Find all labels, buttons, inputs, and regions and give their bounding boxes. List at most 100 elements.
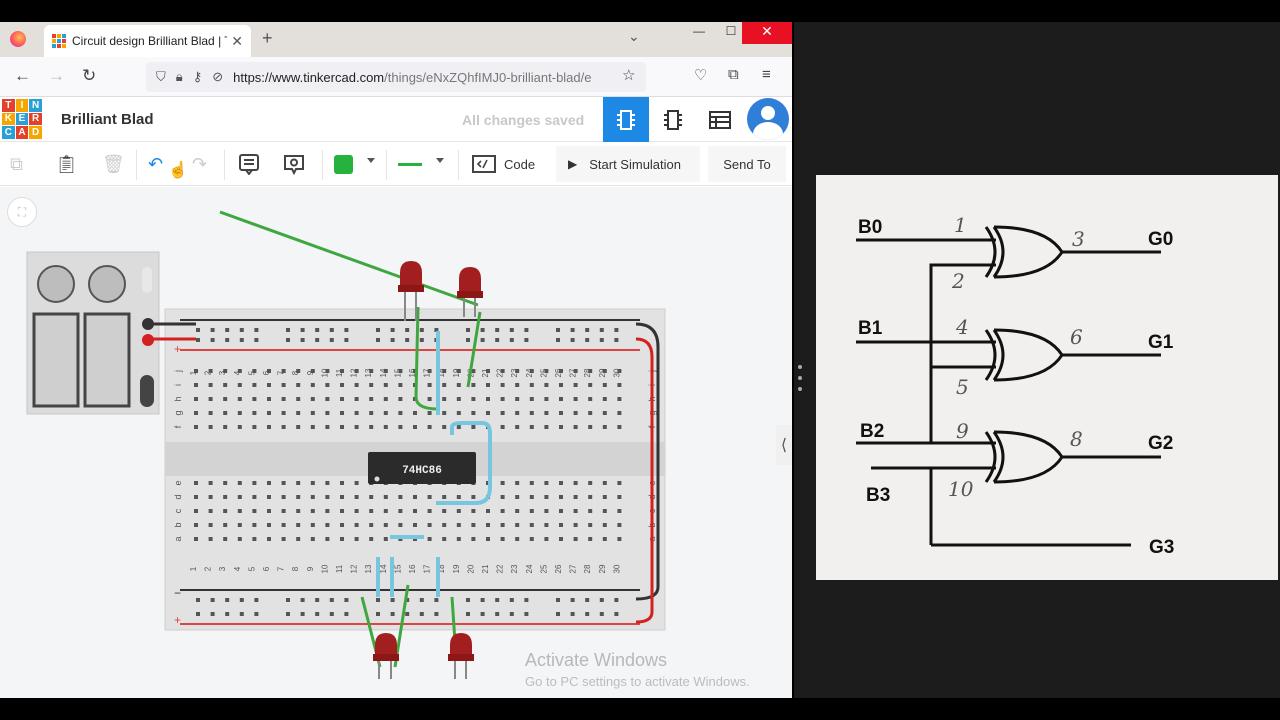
ground-jumper-wire[interactable] <box>635 322 660 601</box>
tab-close-icon[interactable]: ✕ <box>231 32 243 49</box>
row-letter-top: f <box>173 425 183 428</box>
row-letter-top: g <box>173 410 183 415</box>
logo-letter: R <box>29 112 42 126</box>
start-simulation-button[interactable]: ▶ Start Simulation <box>556 146 700 182</box>
column-number-bottom: 13 <box>364 564 373 573</box>
column-number-bottom: 15 <box>393 564 402 573</box>
tab-list-chevron-icon[interactable]: ⌄ <box>628 28 640 44</box>
copy-icon[interactable]: ⧉ <box>10 153 23 174</box>
logo-letter: T <box>2 99 15 112</box>
column-number-bottom: 8 <box>291 566 300 571</box>
reload-icon[interactable]: ↻ <box>82 66 97 85</box>
tinkercad-favicon-icon <box>52 34 66 48</box>
output-g1: G1 <box>1148 332 1174 353</box>
url-bar[interactable]: ⛉ 🔒︎ ⚷ ⊘ https://www.tinkercad.com/thing… <box>146 62 646 92</box>
column-number-bottom: 7 <box>277 566 286 571</box>
panel-splitter-handle[interactable] <box>796 365 804 391</box>
power-jumper-wire[interactable] <box>635 337 654 624</box>
firefox-icon[interactable] <box>10 31 26 47</box>
column-number-top: 6 <box>262 370 271 375</box>
circuit-workplane[interactable]: ⛶ <box>0 187 792 698</box>
notes-icon[interactable] <box>238 152 260 176</box>
column-number-top: 9 <box>306 370 315 375</box>
column-number-top: 2 <box>204 370 213 375</box>
row-letter-bottom: c <box>173 508 183 513</box>
column-number-bottom: 25 <box>539 564 548 573</box>
chevron-down-icon[interactable] <box>436 158 444 163</box>
power-supply[interactable] <box>26 251 160 415</box>
delete-icon[interactable]: 🗑︎ <box>102 153 125 174</box>
output-g0: G0 <box>1148 229 1174 250</box>
row-letter-bottom: b <box>173 522 183 527</box>
code-button[interactable]: Code <box>472 150 535 178</box>
shield-icon[interactable]: ⛉ <box>156 69 166 84</box>
circuit-view-button[interactable] <box>603 97 649 142</box>
column-number-top: 18 <box>437 368 446 377</box>
column-number-bottom: 21 <box>481 564 490 573</box>
redo-icon[interactable]: ↷ <box>192 153 208 174</box>
undo-icon[interactable]: ↶ <box>148 153 164 174</box>
green-wire[interactable] <box>219 210 479 307</box>
led-top-2[interactable] <box>457 267 483 317</box>
project-name[interactable]: Brilliant Blad <box>61 111 154 128</box>
column-number-top: 29 <box>598 368 607 377</box>
code-button-label: Code <box>504 156 536 172</box>
close-window-button[interactable]: ✕ <box>742 22 792 44</box>
led-top-1[interactable] <box>398 261 424 321</box>
visibility-icon[interactable] <box>282 152 306 176</box>
column-number-bottom: 5 <box>247 566 256 571</box>
column-number-bottom: 9 <box>306 566 315 571</box>
paste-icon[interactable]: 📋︎ <box>55 153 78 174</box>
blue-wire[interactable] <box>436 421 492 505</box>
column-number-bottom: 3 <box>218 566 227 571</box>
pocket-icon[interactable]: ♡ <box>694 67 708 84</box>
column-number-bottom: 12 <box>350 564 359 573</box>
wire-type-icon[interactable] <box>398 163 422 166</box>
forward-arrow-icon[interactable]: → <box>48 66 65 85</box>
permissions-icon[interactable]: ⚷ <box>192 69 203 84</box>
bookmark-star-icon[interactable]: ☆ <box>622 67 636 84</box>
green-wire[interactable] <box>466 311 482 388</box>
column-number-bottom: 1 <box>189 566 198 571</box>
column-number-bottom: 4 <box>233 566 242 571</box>
extensions-icon[interactable]: ⧉ <box>728 66 739 83</box>
led-bottom-1[interactable] <box>373 633 399 679</box>
maximize-button[interactable]: ☐ <box>725 24 737 38</box>
rail-plus-label: + <box>174 342 181 356</box>
column-number-top: 1 <box>189 370 198 375</box>
schematic-view-button[interactable] <box>650 97 696 142</box>
fit-view-icon[interactable]: ⛶ <box>7 197 37 227</box>
activate-windows-subtitle: Go to PC settings to activate Windows. <box>525 674 750 689</box>
green-wire[interactable] <box>414 306 439 411</box>
column-number-bottom: 10 <box>320 564 329 573</box>
wire-color-swatch[interactable] <box>334 155 353 174</box>
user-avatar[interactable] <box>747 98 789 140</box>
send-to-button[interactable]: Send To <box>708 146 786 182</box>
menu-icon[interactable]: ≡ <box>762 66 771 83</box>
url-text: https://www.tinkercad.com/things/eNxZQhf… <box>233 69 592 85</box>
back-arrow-icon[interactable]: ← <box>14 66 31 85</box>
breadboard[interactable]: 1122334455667788991010111112121313141415… <box>164 308 666 631</box>
collapse-panel-chevron-icon[interactable]: ⟨ <box>776 425 792 465</box>
table-icon <box>709 110 731 129</box>
chevron-down-icon[interactable] <box>367 158 375 163</box>
logo-letter: D <box>29 126 42 139</box>
schematic-photo: B0 B1 B2 B3 G0 G1 G2 G3 1 2 3 4 5 6 9 10… <box>816 175 1278 580</box>
component-list-button[interactable] <box>697 97 743 142</box>
green-wire[interactable] <box>393 584 410 668</box>
new-tab-button[interactable]: + <box>262 28 273 48</box>
led-bottom-2[interactable] <box>448 633 474 679</box>
logo-letter: I <box>15 99 29 112</box>
column-number-bottom: 6 <box>262 566 271 571</box>
blocked-media-icon[interactable]: ⊘ <box>212 69 224 84</box>
minimize-button[interactable]: — <box>693 24 705 38</box>
pin-3-label: 3 <box>1072 227 1085 251</box>
chip-74hc86[interactable]: 74HC86 <box>368 452 476 484</box>
circuit-canvas[interactable]: 1122334455667788991010111112121313141415… <box>0 187 792 698</box>
lock-icon[interactable]: 🔒︎ <box>175 69 183 84</box>
tab-tinkercad[interactable]: Circuit design Brilliant Blad | Tinkerca… <box>44 25 251 57</box>
column-number-top: 24 <box>525 368 534 377</box>
column-number-top: 12 <box>350 368 359 377</box>
column-number-bottom: 26 <box>554 564 563 573</box>
